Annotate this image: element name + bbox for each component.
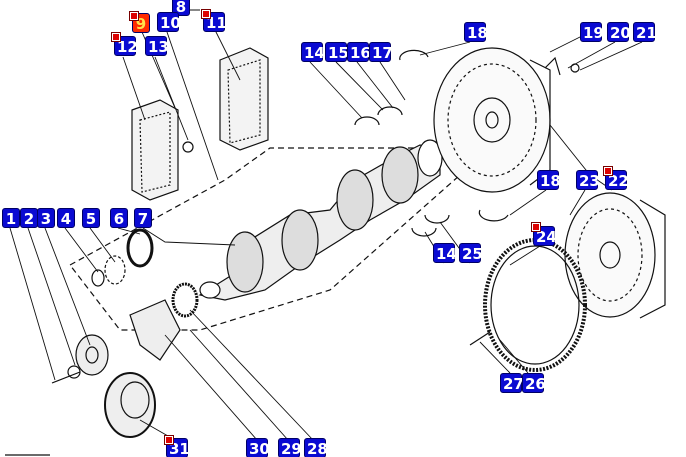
front-parts <box>5 56 580 456</box>
callout-18-lower[interactable]: 18 <box>537 170 561 190</box>
callout-20[interactable]: 20 <box>607 22 631 42</box>
ring-gear <box>483 238 587 372</box>
callout-21[interactable]: 21 <box>633 22 657 42</box>
callout-2[interactable]: 2 <box>20 208 38 228</box>
callout-15[interactable]: 15 <box>325 42 349 62</box>
crankshaft <box>198 139 443 301</box>
callout-22[interactable]: 22 <box>605 170 629 190</box>
callout-marker <box>201 9 211 19</box>
callout-23[interactable]: 23 <box>576 170 600 190</box>
callout-26[interactable]: 26 <box>522 373 546 393</box>
clutch-flywheel <box>564 192 666 319</box>
callout-19[interactable]: 19 <box>580 22 604 42</box>
callout-17[interactable]: 17 <box>369 42 393 62</box>
callout-1[interactable]: 1 <box>2 208 20 228</box>
callout-marker <box>164 435 174 445</box>
callout-6[interactable]: 6 <box>110 208 128 228</box>
callout-marker <box>603 166 613 176</box>
callout-16[interactable]: 16 <box>347 42 371 62</box>
callout-5[interactable]: 5 <box>82 208 100 228</box>
callout-29[interactable]: 29 <box>278 438 302 457</box>
callout-28[interactable]: 28 <box>304 438 328 457</box>
callout-30[interactable]: 30 <box>246 438 270 457</box>
callout-marker <box>111 32 121 42</box>
flywheel <box>433 47 551 193</box>
callout-4[interactable]: 4 <box>57 208 75 228</box>
callout-25[interactable]: 25 <box>459 243 483 263</box>
callout-12[interactable]: 12 <box>114 36 138 56</box>
callout-14[interactable]: 14 <box>301 42 325 62</box>
callout-14-lower[interactable]: 14 <box>433 243 457 263</box>
callout-27[interactable]: 27 <box>500 373 524 393</box>
callout-24[interactable]: 24 <box>533 226 557 246</box>
callout-10[interactable]: 10 <box>157 12 181 32</box>
callout-13[interactable]: 13 <box>145 36 169 56</box>
callout-3[interactable]: 3 <box>37 208 55 228</box>
callout-18[interactable]: 18 <box>464 22 488 42</box>
bearing-packs <box>131 47 269 201</box>
callout-marker <box>129 11 139 21</box>
bearing-shells <box>354 49 509 237</box>
callout-marker <box>531 222 541 232</box>
callout-7[interactable]: 7 <box>134 208 152 228</box>
